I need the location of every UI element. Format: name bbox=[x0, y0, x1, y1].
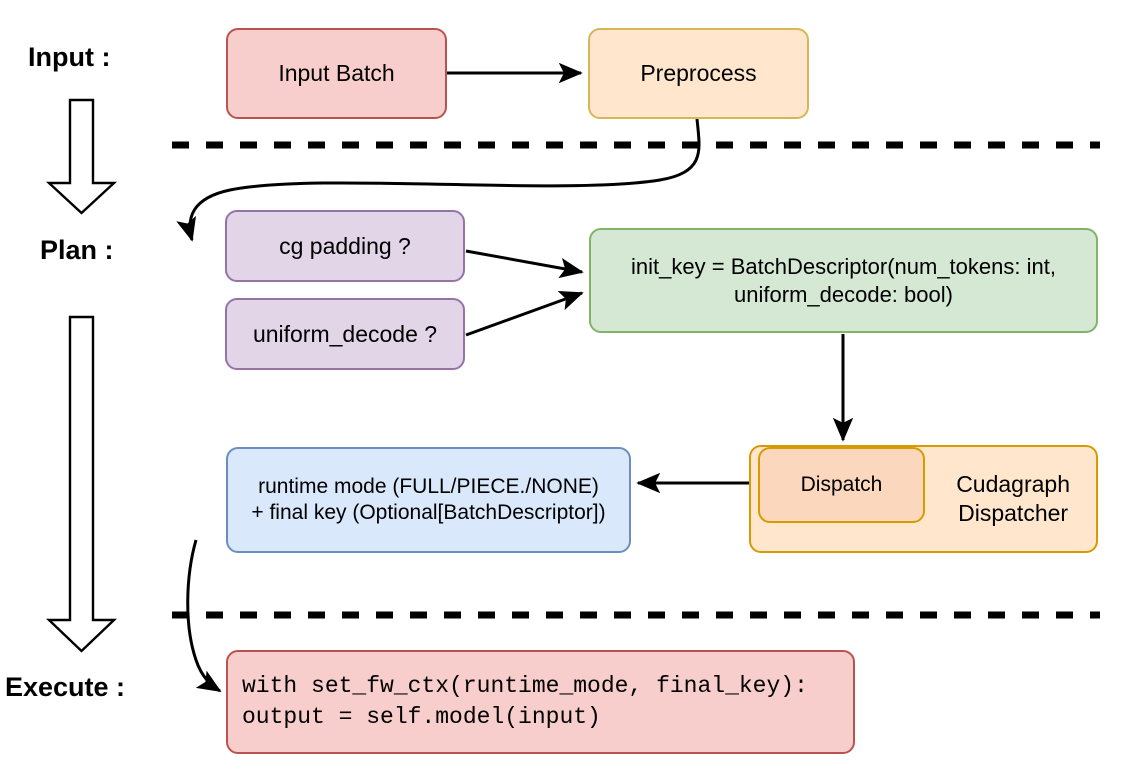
input-to-plan-arrow bbox=[45, 98, 118, 215]
node-uniform-decode[interactable]: uniform_decode ? bbox=[225, 298, 465, 370]
node-dispatch[interactable]: Dispatch bbox=[758, 447, 925, 523]
edge-preprocess-to-cg-padding bbox=[176, 118, 701, 242]
stage-label-execute: Execute : bbox=[5, 672, 126, 702]
plan-to-execute-arrow bbox=[46, 315, 117, 653]
edge-uniform-decode-to-init-key bbox=[465, 290, 584, 337]
node-preprocess[interactable]: Preprocess bbox=[588, 28, 809, 119]
node-cg-padding[interactable]: cg padding ? bbox=[225, 210, 465, 282]
stage-label-input: Input : bbox=[28, 42, 111, 72]
node-runtime-mode[interactable]: runtime mode (FULL/PIECE./NONE) + final … bbox=[226, 447, 631, 553]
edge-cg-padding-to-init-key bbox=[465, 249, 584, 279]
node-exec-code[interactable]: with set_fw_ctx(runtime_mode, final_key)… bbox=[226, 650, 855, 754]
node-input-batch[interactable]: Input Batch bbox=[226, 28, 447, 119]
stage-label-plan: Plan : bbox=[40, 235, 114, 265]
edge-runtime-mode-to-exec-code bbox=[186, 539, 222, 693]
node-init-key[interactable]: init_key = BatchDescriptor(num_tokens: i… bbox=[589, 228, 1098, 333]
